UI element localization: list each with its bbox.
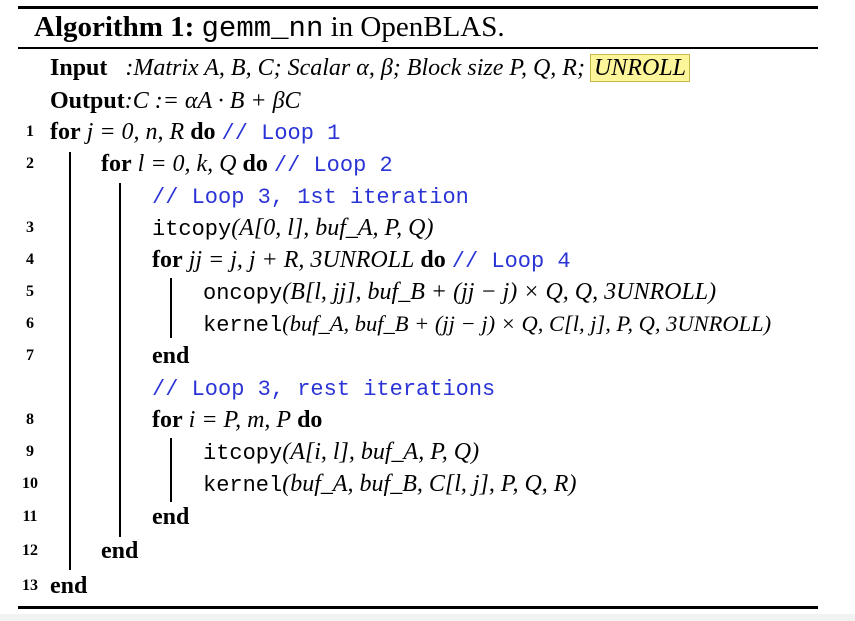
loop-expr: l = 0, k, Q [137,151,237,177]
comment: // Loop 3, rest iterations [152,377,496,402]
code-line-4: for jj = j, j + R, 3UNROLL do // Loop 4 [152,245,571,277]
line-number: 9 [26,443,34,460]
loop-expr: i = P, m, P [188,407,292,433]
header-rule [18,47,818,49]
comment: // Loop 2 [273,153,393,178]
line-number: 5 [26,283,34,300]
call-args: (A[i, l], buf_A, P, Q) [282,439,480,465]
output-label: Output [50,88,125,114]
call-args: (B[l, jj], buf_B + (jj − j) × Q, Q, 3UNR… [282,279,717,305]
code-line-12: end [101,536,138,566]
comment: // Loop 1 [221,121,341,146]
loop3-rest-block-bar [170,438,172,502]
keyword-end: end [152,343,190,369]
line-number: 4 [26,251,34,268]
line-number: 8 [26,411,34,428]
algorithm-label: Algorithm 1: [34,11,195,43]
algorithm-title: Algorithm 1: gemm_nn in OpenBLAS. [34,8,505,48]
code-line-1: for j = 0, n, R do // Loop 1 [50,117,340,149]
loop4-block-bar [170,278,172,338]
function-call: itcopy [203,441,283,466]
keyword-for: for [152,247,183,273]
line-number: 7 [26,347,34,364]
input-text: :Matrix A, B, C; Scalar α, β; Block size… [125,55,585,81]
function-name: gemm_nn [201,12,324,45]
code-line-7: end [152,341,189,371]
keyword-end: end [50,573,88,599]
code-line-13: end [50,571,87,601]
keyword-for: for [101,151,132,177]
keyword-do: do [242,151,268,177]
input-label: Input [50,55,108,81]
loop-expr: j = 0, n, R [86,119,185,145]
top-rule [18,6,818,9]
line-number: 3 [26,219,34,236]
function-call: kernel [203,313,283,338]
loop-expr: jj = j, j + R, 3UNROLL [188,247,415,273]
keyword-do: do [297,407,323,433]
title-rest: in OpenBLAS. [330,11,505,43]
code-line-9: itcopy(A[i, l], buf_A, P, Q) [203,437,479,469]
input-line: Input :Matrix A, B, C; Scalar α, β; Bloc… [50,53,691,83]
unroll-highlight: UNROLL [589,54,691,82]
keyword-end: end [152,504,190,530]
call-args: (A[0, l], buf_A, P, Q) [231,215,434,241]
function-call: kernel [203,473,283,498]
call-args: (buf_A, buf_B, C[l, j], P, Q, R) [282,471,577,497]
page-edge [0,614,855,621]
code-line-3: itcopy(A[0, l], buf_A, P, Q) [152,213,433,245]
line-number: 12 [22,542,38,559]
code-line-11: end [152,502,189,532]
line-number: 11 [22,508,38,525]
function-call: itcopy [152,217,232,242]
bottom-rule [18,606,818,609]
line-number: 2 [26,155,34,172]
keyword-for: for [50,119,81,145]
comment-line: // Loop 3, rest iterations [152,373,495,405]
call-args: (buf_A, buf_B + (jj − j) × Q, C[l, j], P… [282,311,772,336]
function-call: oncopy [203,281,283,306]
keyword-for: for [152,407,183,433]
code-line-5: oncopy(B[l, jj], buf_B + (jj − j) × Q, Q… [203,277,716,309]
loop1-block-bar [69,152,71,570]
keyword-do: do [190,119,216,145]
code-line-8: for i = P, m, P do [152,405,322,435]
code-line-2: for l = 0, k, Q do // Loop 2 [101,149,393,181]
line-number: 13 [22,577,38,594]
code-line-6: kernel(buf_A, buf_B + (jj − j) × Q, C[l,… [203,309,771,341]
keyword-end: end [101,538,139,564]
output-line: Output:C := αA · B + βC [50,86,301,116]
keyword-do: do [420,247,446,273]
line-number: 6 [26,315,34,332]
comment-line: // Loop 3, 1st iteration [152,181,469,213]
comment: // Loop 3, 1st iteration [152,185,469,210]
line-number: 1 [26,123,34,140]
line-number: 10 [22,475,38,492]
comment: // Loop 4 [451,249,571,274]
code-line-10: kernel(buf_A, buf_B, C[l, j], P, Q, R) [203,469,576,501]
loop2-block-bar [119,183,121,537]
output-text: :C := αA · B + βC [124,88,301,114]
